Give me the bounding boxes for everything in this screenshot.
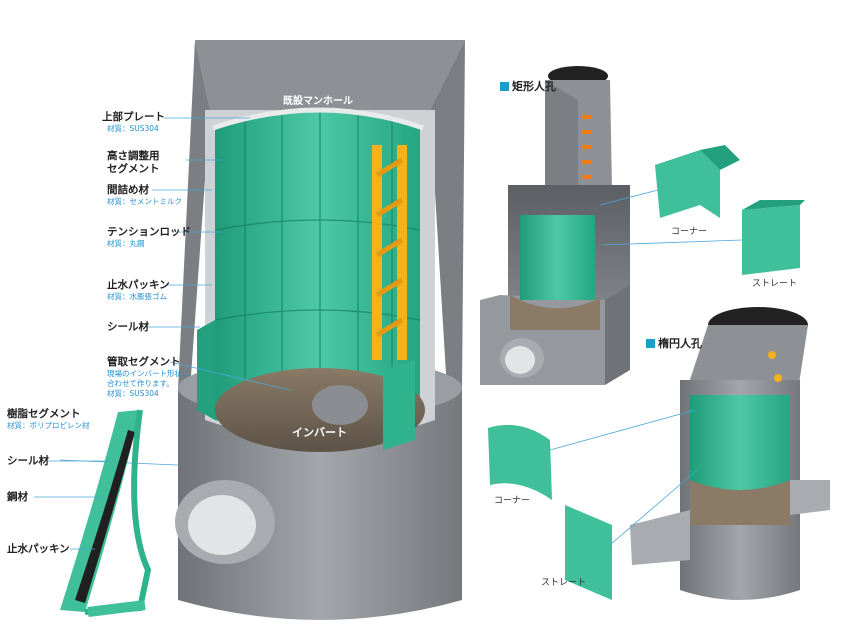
label-tension-rod: テンションロッド xyxy=(107,226,191,238)
label-water-stop: 止水パッキン xyxy=(107,279,170,291)
label-invert: インバート xyxy=(292,426,347,439)
label-top-plate: 上部プレート xyxy=(102,111,165,123)
label-steel: 鋼材 xyxy=(7,491,28,503)
rect-straight-piece xyxy=(742,200,805,275)
label-cs-seal: シール材 xyxy=(7,455,49,467)
square-bullet-icon xyxy=(646,339,655,348)
label-oval-corner: コーナー xyxy=(494,496,531,506)
material-filler: 材質：セメントミルク xyxy=(107,197,182,206)
label-rect-corner: コーナー xyxy=(671,227,708,237)
oval-corner-piece xyxy=(488,424,552,500)
material-water-stop: 材質：水膨張ゴム xyxy=(107,292,167,301)
title-rect-manhole: 矩形人孔 xyxy=(500,78,556,94)
label-height-adjust-line2: セグメント xyxy=(107,163,160,175)
main-manhole xyxy=(175,40,465,620)
label-cs-water-stop: 止水パッキン xyxy=(7,543,70,555)
material-pipe-segment-line3: 材質：SUS304 xyxy=(107,389,159,398)
material-pipe-segment-line2: 合わせて作ります。 xyxy=(107,379,174,388)
rect-corner-piece xyxy=(655,145,740,218)
material-top-plate: 材質：SUS304 xyxy=(107,124,159,133)
oval-manhole xyxy=(630,307,830,600)
label-filler: 間詰め材 xyxy=(107,184,149,196)
oval-straight-piece xyxy=(565,505,612,600)
label-pipe-segment: 管取セグメント xyxy=(107,356,181,368)
square-bullet-icon xyxy=(500,82,509,91)
label-height-adjust-line1: 高さ調整用 xyxy=(107,150,160,162)
segment-cross-section xyxy=(60,409,152,617)
label-existing-manhole: 既設マンホール xyxy=(283,96,353,107)
label-seal: シール材 xyxy=(107,321,149,333)
rect-manhole xyxy=(480,66,630,385)
material-resin-segment: 材質：ポリプロピレン材 xyxy=(7,421,90,430)
leader-lines xyxy=(59,117,291,466)
label-rect-straight: ストレート xyxy=(752,279,798,289)
outlet-pipe xyxy=(175,480,275,564)
label-resin-segment: 樹脂セグメント xyxy=(7,408,81,420)
material-pipe-segment-line1: 現場のインバート形状に xyxy=(107,369,190,378)
label-oval-straight: ストレート xyxy=(541,578,587,588)
segment-liner xyxy=(215,110,420,433)
material-tension-rod: 材質：丸鋼 xyxy=(107,239,145,248)
manhole-cone xyxy=(195,40,465,110)
tension-rod-ladder xyxy=(372,145,407,360)
title-oval-manhole: 楕円人孔 xyxy=(646,335,702,351)
